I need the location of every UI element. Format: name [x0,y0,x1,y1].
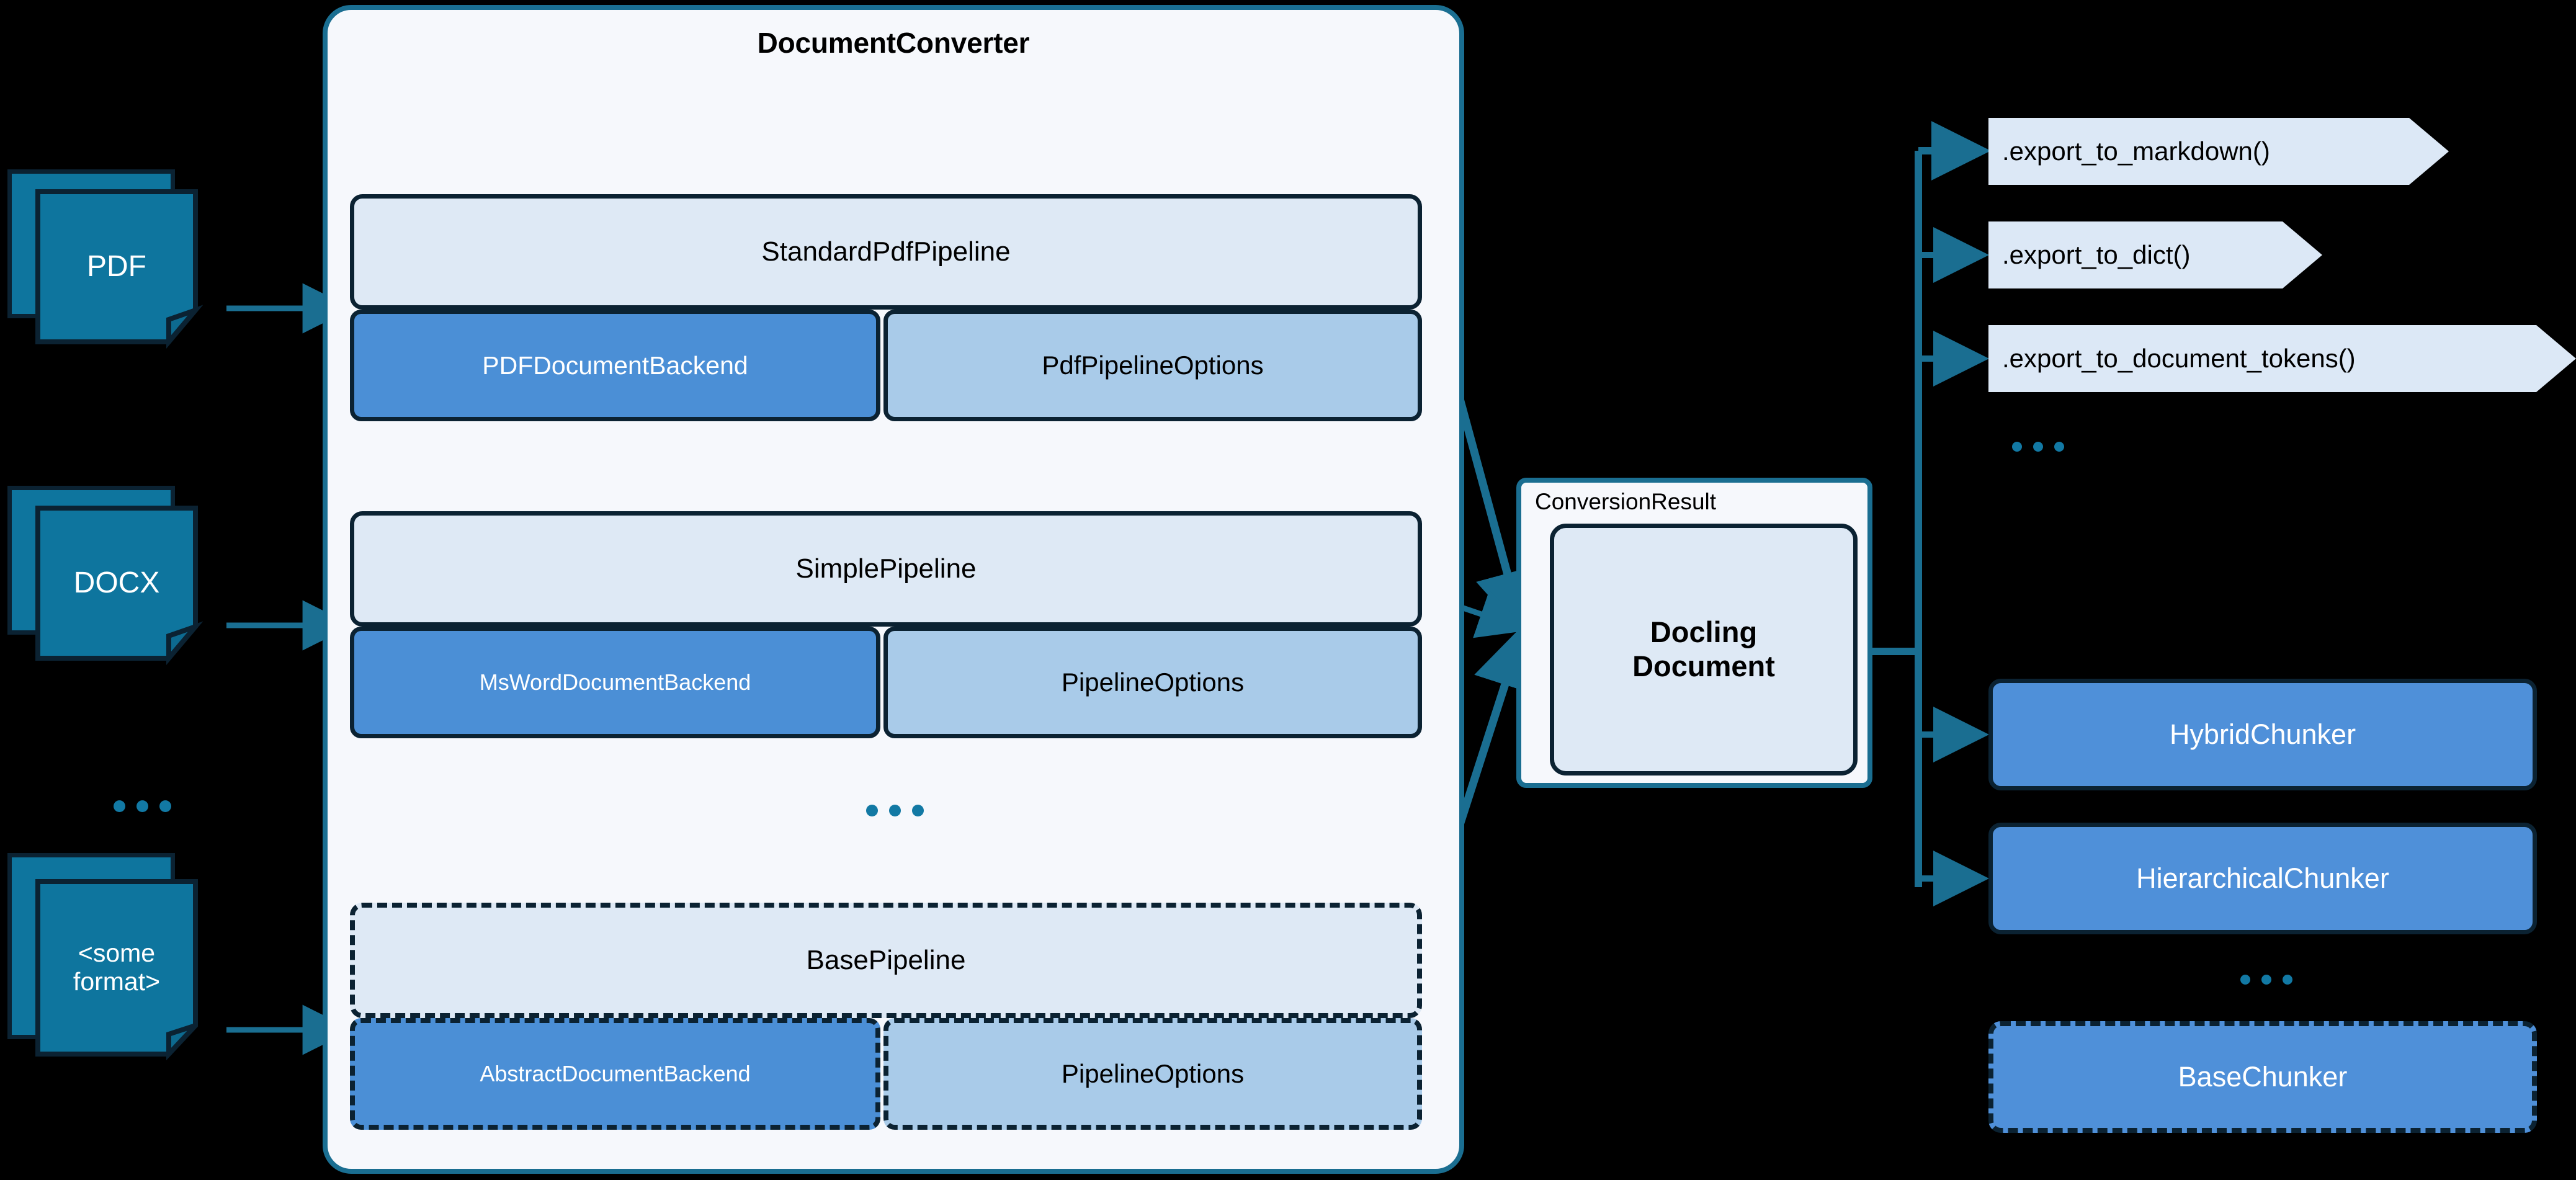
pipeline-simple-backend[interactable]: MsWordDocumentBackend [350,627,880,738]
pipeline-standard-pdf-backend[interactable]: PDFDocumentBackend [350,310,880,421]
document-front-sheet [35,879,198,1061]
document-converter-title: DocumentConverter [757,27,1030,59]
pipeline-base-options[interactable]: PipelineOptions [883,1018,1422,1130]
ellipsis-dot [2012,442,2022,452]
conversion-result-label: ConversionResult [1535,489,1717,514]
ellipsis-dot [912,805,924,816]
ellipsis-dot [2054,442,2064,452]
chunkers-ellipsis [2240,975,2292,985]
document-front-sheet [35,506,203,665]
conversion-result-container: ConversionResult Docling Document [1516,478,1872,788]
chunker-hierarchical[interactable]: HierarchicalChunker [1988,823,2537,934]
pipeline-base-backend[interactable]: AbstractDocumentBackend [350,1018,880,1130]
pipeline-base-header[interactable]: BasePipeline [350,903,1422,1018]
export-to-document-tokens-tag[interactable]: .export_to_document_tokens() [1988,325,2576,392]
converter-pipelines-ellipsis [866,805,924,816]
document-front-sheet [35,189,203,349]
ellipsis-dot [2033,442,2043,452]
ellipsis-dot [2261,975,2271,985]
pipeline-standard-pdf-header[interactable]: StandardPdfPipeline [350,194,1422,310]
pipeline-simple-header[interactable]: SimplePipeline [350,511,1422,627]
pipeline-simple-options[interactable]: PipelineOptions [883,627,1422,738]
input-documents-ellipsis [114,800,171,812]
ellipsis-dot [136,800,148,812]
chunker-hybrid[interactable]: HybridChunker [1988,679,2537,790]
ellipsis-dot [2283,975,2292,985]
export-to-markdown-tag[interactable]: .export_to_markdown() [1988,118,2449,185]
input-document-pdf[interactable]: PDF [7,169,228,349]
ellipsis-dot [866,805,878,816]
pipeline-standard-pdf-options[interactable]: PdfPipelineOptions [883,310,1422,421]
input-document-docx[interactable]: DOCX [7,486,228,665]
ellipsis-dot [2240,975,2250,985]
docling-document-box[interactable]: Docling Document [1550,524,1858,775]
exports-ellipsis [2012,442,2064,452]
ellipsis-dot [889,805,901,816]
input-document-some-format[interactable]: <some format> [7,853,228,1061]
ellipsis-dot [159,800,171,812]
chunker-base[interactable]: BaseChunker [1988,1021,2537,1133]
ellipsis-dot [114,800,125,812]
export-to-dict-tag[interactable]: .export_to_dict() [1988,221,2322,288]
